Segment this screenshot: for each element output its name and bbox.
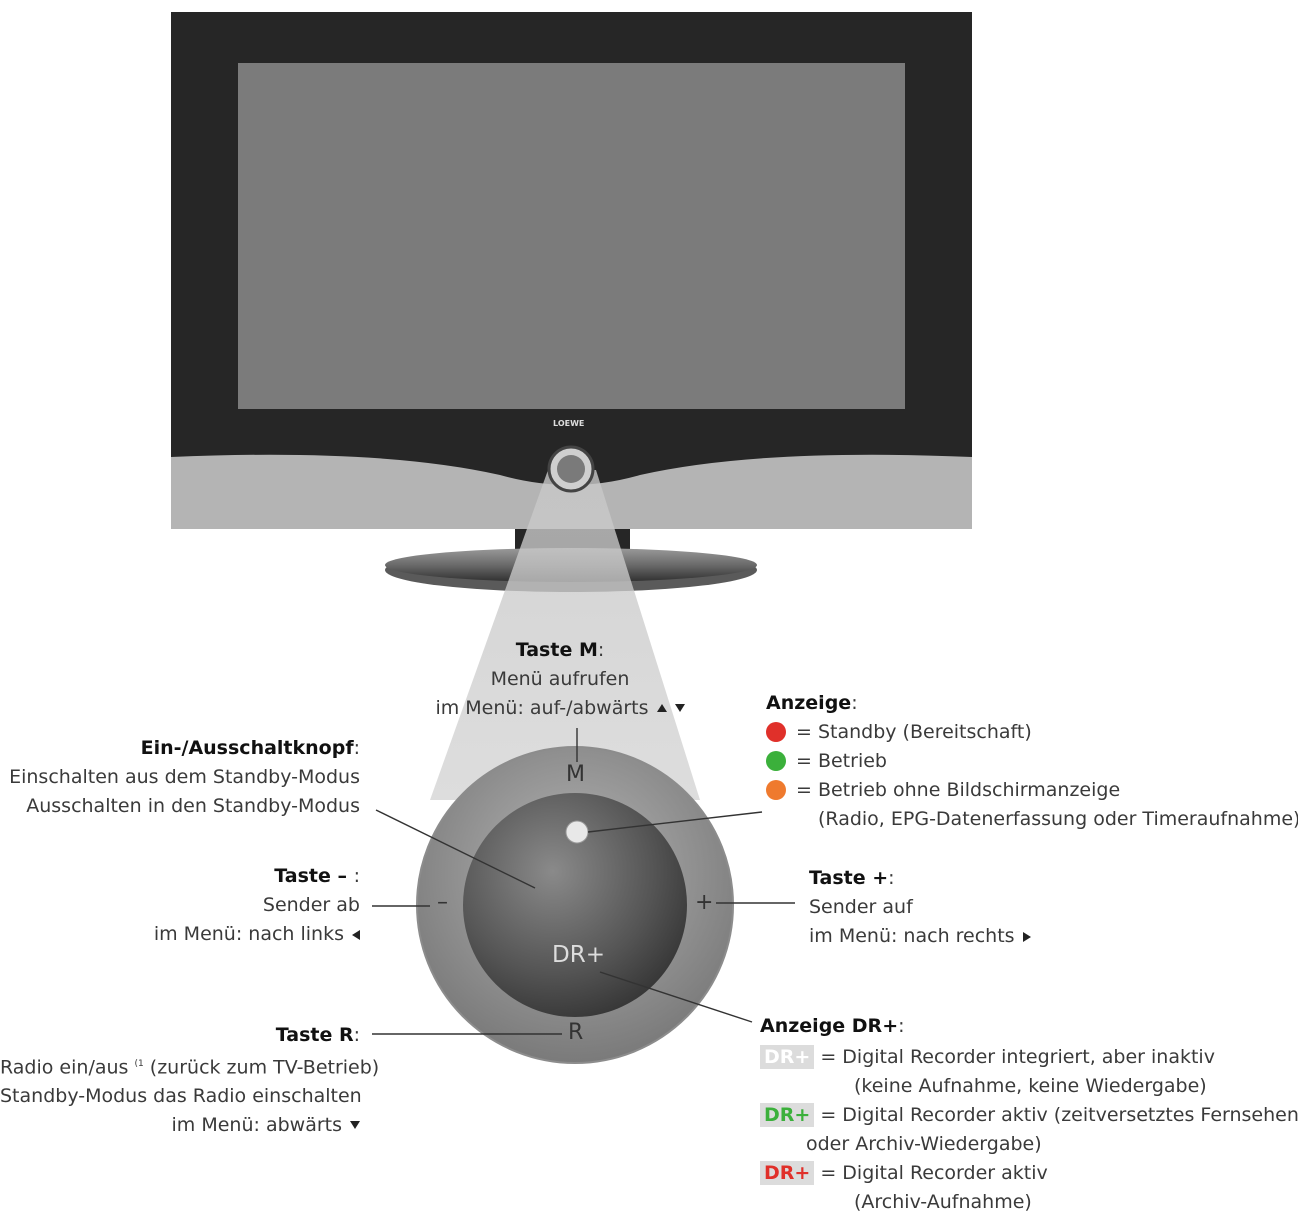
knob-m-label: M [566,762,585,787]
knob-r-label: R [568,1020,584,1045]
light-beam [430,470,700,800]
dr-badge-inactive: DR+ [760,1045,815,1069]
arrow-right-icon [1022,932,1031,942]
indicator-led [565,820,589,844]
tv-screen [238,63,905,409]
green-dot-icon [766,751,786,771]
label-taste-m: Taste M: Menü aufrufen im Menü: auf-/abw… [420,636,700,723]
dr-badge-active-green: DR+ [760,1103,815,1127]
label-taste-plus: Taste +: Sender auf im Menü: nach rechts [809,864,1031,951]
arrow-left-icon [352,930,360,940]
arrow-down-icon [674,704,685,712]
arrow-down-icon [350,1121,360,1130]
label-power-button: Ein-/Ausschaltknopf: Einschalten aus dem… [9,737,360,817]
red-dot-icon [766,722,786,742]
brand-logo: LOEWE [553,419,585,428]
label-taste-r: Taste R: Radio ein/aus (1 (zurück zum TV… [0,1024,380,1137]
leader-lines [372,728,795,1035]
label-indicator: Anzeige: = Standby (Bereitschaft) = Betr… [766,692,1298,830]
label-dr-indicator: Anzeige DR+: DR+= Digital Recorder integ… [760,1015,1298,1213]
label-taste-minus: Taste – : Sender ab im Menü: nach links [153,865,360,945]
knob-minus-label: – [437,890,448,915]
knob-plus-label: + [695,890,714,915]
knob-dr-label: DR+ [552,942,605,968]
dr-badge-active-red: DR+ [760,1161,815,1185]
orange-dot-icon [766,780,786,800]
knob-center [463,793,687,1017]
arrow-up-icon [656,704,667,712]
